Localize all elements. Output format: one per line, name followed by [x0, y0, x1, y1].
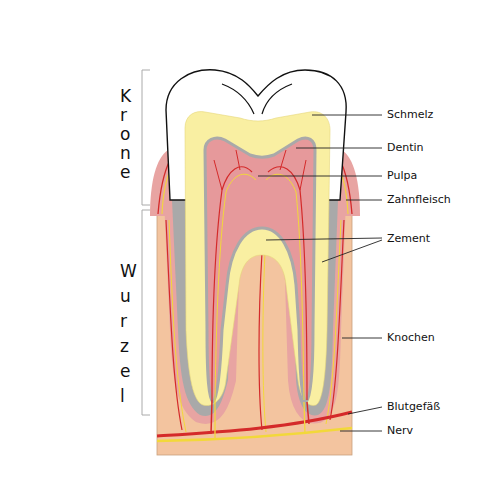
dentin [185, 112, 330, 406]
region-label: Krone [120, 87, 129, 182]
part-label: Zahnfleisch [387, 193, 451, 206]
part-label: Pulpa [387, 169, 417, 182]
part-label: Schmelz [387, 108, 433, 121]
pulp [205, 138, 315, 402]
part-label: Zement [387, 232, 430, 245]
part-label: Blutgefäß [387, 400, 440, 413]
part-label: Nerv [387, 424, 413, 437]
root-bracket [142, 210, 150, 415]
region-label: Wurzel [120, 259, 129, 409]
part-label: Knochen [387, 331, 435, 344]
nerve [157, 428, 352, 441]
part-label: Dentin [387, 141, 424, 154]
crown-bracket [142, 70, 150, 205]
leader-lines [258, 115, 382, 431]
